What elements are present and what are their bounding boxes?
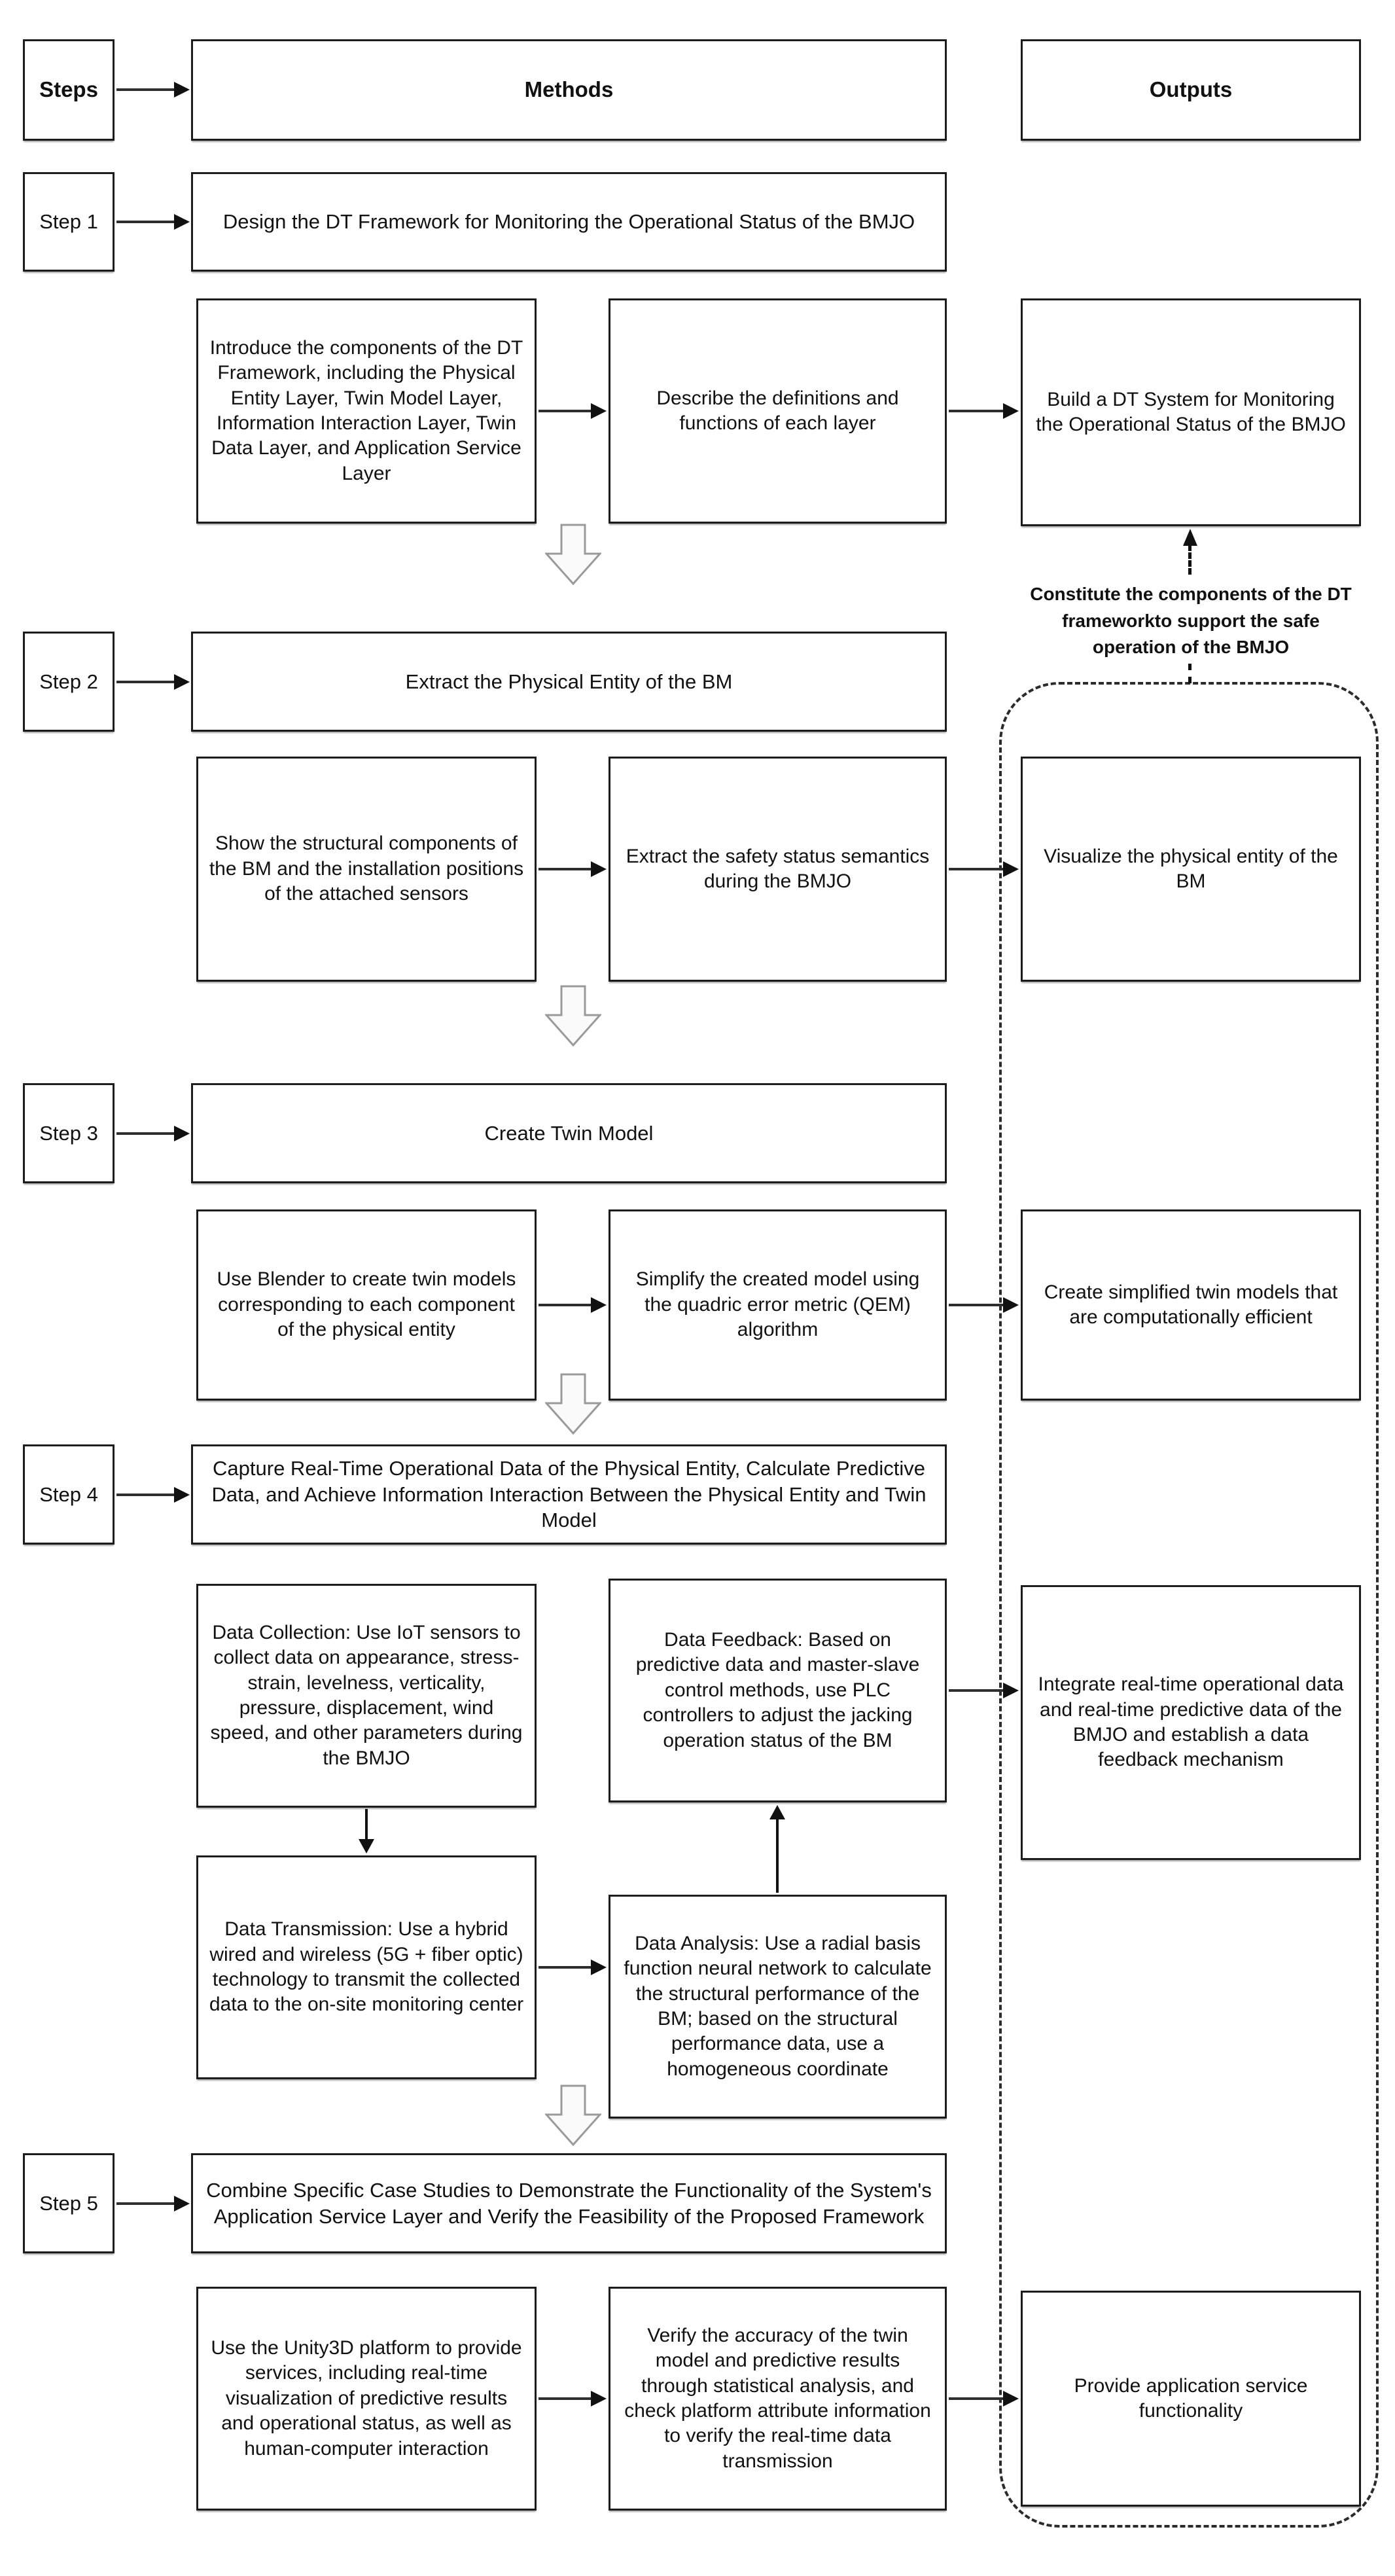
arrow-steps-to-methods (116, 82, 190, 98)
outputs-dashed-container (999, 682, 1379, 2528)
step2-output: Visualize the physical entity of the BM (1021, 757, 1361, 982)
step5-output: Provide application service functionalit… (1021, 2291, 1361, 2507)
step1-submethod-1: Introduce the components of the DT Frame… (196, 298, 537, 524)
block-down-arrow-3 (544, 1373, 603, 1435)
step4-data-feedback: Data Feedback: Based on predictive data … (609, 1579, 947, 1802)
step1-submethod-2: Describe the definitions and functions o… (609, 298, 947, 524)
step5-submethod-1: Use the Unity3D platform to provide serv… (196, 2287, 537, 2511)
header-outputs: Outputs (1021, 39, 1361, 141)
step5-label: Step 5 (23, 2153, 115, 2253)
step3-submethod-1: Use Blender to create twin models corres… (196, 1209, 537, 1401)
arrow-step1-m1-to-m2 (539, 403, 607, 419)
arrow-step1-to-method (116, 214, 190, 230)
arrow-step5-to-method (116, 2196, 190, 2211)
step3-method: Create Twin Model (191, 1083, 947, 1183)
step4-output: Integrate real-time operational data and… (1021, 1585, 1361, 1860)
step4-data-transmission: Data Transmission: Use a hybrid wired an… (196, 1855, 537, 2079)
arrow-step4-to-method (116, 1487, 190, 1503)
block-down-arrow-2 (544, 985, 603, 1047)
step5-submethod-2: Verify the accuracy of the twin model an… (609, 2287, 947, 2511)
block-down-arrow-1 (544, 524, 603, 586)
step4-label: Step 4 (23, 1444, 115, 1545)
arrow-step5-m1-to-m2 (539, 2391, 607, 2406)
block-down-arrow-icon (544, 985, 603, 1047)
arrow-collection-to-transmission (359, 1809, 374, 1853)
header-steps: Steps (23, 39, 115, 141)
step3-label: Step 3 (23, 1083, 115, 1183)
step3-output: Create simplified twin models that are c… (1021, 1209, 1361, 1401)
arrow-step5-m2-to-output (949, 2391, 1019, 2406)
header-methods: Methods (191, 39, 947, 141)
arrow-analysis-to-feedback (769, 1805, 785, 1893)
step5-method: Combine Specific Case Studies to Demonst… (191, 2153, 947, 2253)
step1-label: Step 1 (23, 172, 115, 272)
arrow-step2-m1-to-m2 (539, 861, 607, 877)
step1-output: Build a DT System for Monitoring the Ope… (1021, 298, 1361, 526)
arrow-step1-m2-to-output (949, 403, 1019, 419)
dashed-connector-annotation-to-container (1188, 664, 1192, 683)
step3-submethod-2: Simplify the created model using the qua… (609, 1209, 947, 1401)
step2-submethod-2: Extract the safety status semantics duri… (609, 757, 947, 982)
block-down-arrow-icon (544, 1373, 603, 1435)
step4-method: Capture Real-Time Operational Data of th… (191, 1444, 947, 1545)
arrow-step2-to-method (116, 674, 190, 690)
step4-data-analysis: Data Analysis: Use a radial basis functi… (609, 1895, 947, 2119)
arrow-step2-m2-to-output (949, 861, 1019, 877)
step1-method: Design the DT Framework for Monitoring t… (191, 172, 947, 272)
block-down-arrow-icon (544, 2084, 603, 2147)
arrow-feedback-to-output (949, 1683, 1019, 1698)
step2-submethod-1: Show the structural components of the BM… (196, 757, 537, 982)
step2-label: Step 2 (23, 632, 115, 732)
annotation-text: Constitute the components of the DT fram… (1030, 584, 1352, 658)
dashed-arrow-to-step1-output (1183, 529, 1197, 575)
arrow-step3-m1-to-m2 (539, 1297, 607, 1313)
arrow-step3-to-method (116, 1126, 190, 1141)
step4-data-collection: Data Collection: Use IoT sensors to coll… (196, 1584, 537, 1808)
arrow-step3-m2-to-output (949, 1297, 1019, 1313)
block-down-arrow-icon (544, 524, 603, 586)
arrow-transmission-to-analysis (539, 1959, 607, 1975)
block-down-arrow-4 (544, 2084, 603, 2147)
step2-method: Extract the Physical Entity of the BM (191, 632, 947, 732)
